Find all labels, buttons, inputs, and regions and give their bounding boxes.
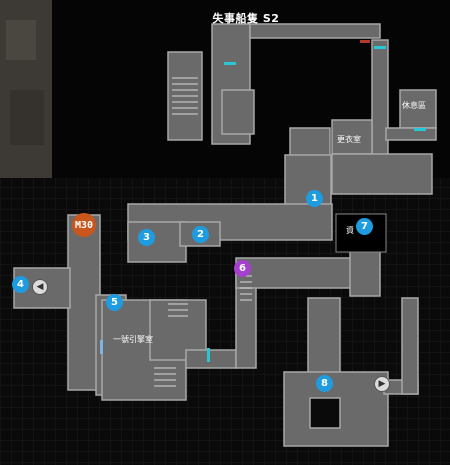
- door-right-top: [374, 46, 386, 49]
- room-lower-right-vertical: [307, 297, 341, 381]
- map-marker-6[interactable]: 6: [234, 260, 251, 277]
- room-label-engine: 一號引擎室: [113, 335, 153, 344]
- room-label-locker: 更衣室: [337, 135, 361, 144]
- stairs-top: [172, 77, 198, 115]
- door-left: [100, 340, 103, 354]
- map-marker-7[interactable]: 7: [356, 218, 373, 235]
- map-marker-2[interactable]: 2: [192, 226, 209, 243]
- door-red: [360, 40, 370, 43]
- map-title: 失事船隻 S2: [212, 12, 280, 25]
- stairs-engine: [168, 303, 188, 317]
- left-arrow-icon[interactable]: ◀: [32, 279, 48, 295]
- corridor-far-right: [401, 297, 419, 395]
- room-left-tall: [67, 214, 101, 391]
- right-arrow-icon[interactable]: ▶: [374, 376, 390, 392]
- door-lounge: [414, 128, 426, 131]
- room-label-item: 資: [346, 226, 354, 235]
- map-marker-1[interactable]: 1: [306, 190, 323, 207]
- map-marker-4[interactable]: 4: [12, 276, 29, 293]
- room-right-mid: [349, 249, 381, 297]
- room-marker-3: [127, 221, 187, 263]
- map-marker-8[interactable]: 8: [316, 375, 333, 392]
- room-top-center-side: [221, 89, 255, 135]
- corridor-top: [249, 23, 381, 39]
- courtyard-hole: [309, 397, 341, 429]
- corridor-engine: [185, 349, 237, 369]
- stairs-engine-lower: [154, 367, 176, 387]
- room-label-lounge: 休息區: [402, 101, 426, 110]
- map-marker-3[interactable]: 3: [138, 229, 155, 246]
- door-engine: [207, 348, 210, 362]
- corridor-lounge: [385, 127, 437, 141]
- map-marker-special[interactable]: M30: [72, 213, 96, 237]
- door-top: [224, 62, 236, 65]
- map-marker-5[interactable]: 5: [106, 294, 123, 311]
- corridor-right-vertical: [371, 39, 389, 171]
- corridor-right-bottom: [331, 153, 433, 195]
